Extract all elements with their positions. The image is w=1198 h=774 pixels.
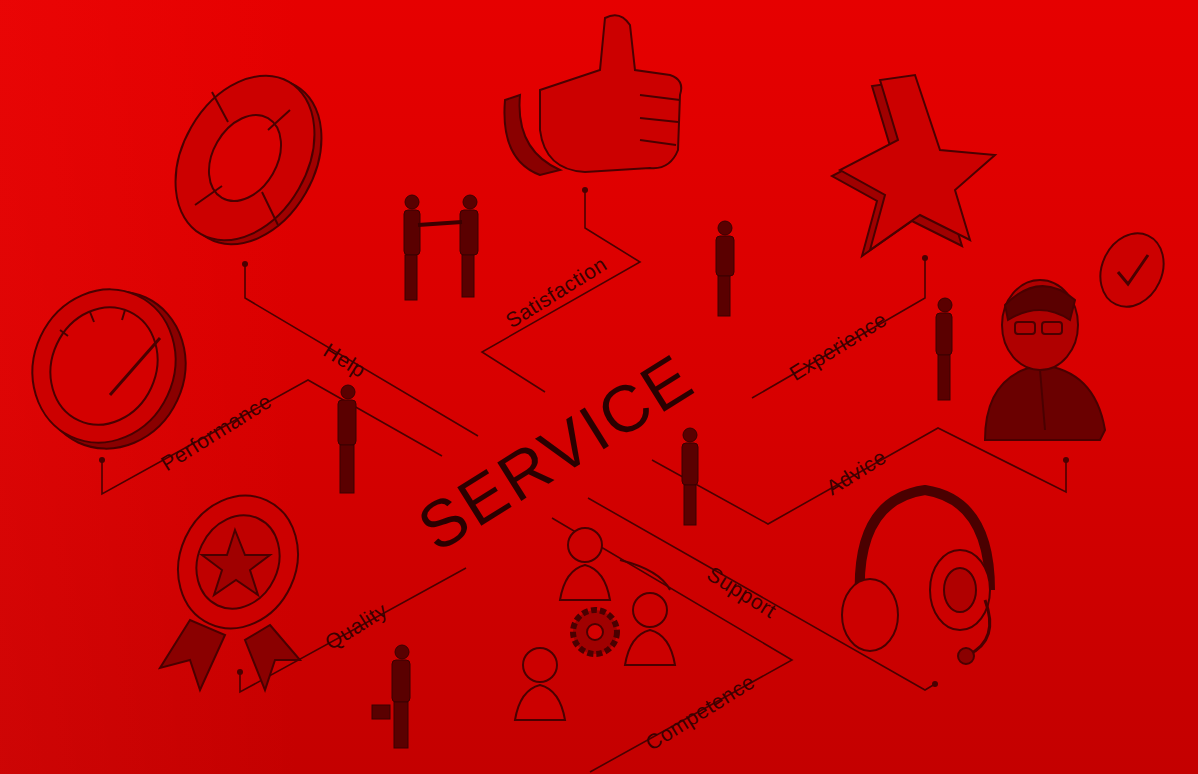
- satisfaction-leader: [482, 190, 640, 392]
- advice-leader: [652, 428, 1066, 524]
- leader-dot: [99, 457, 105, 463]
- team-gear-icon: [515, 528, 675, 720]
- help-label: Help: [320, 339, 369, 381]
- medal-icon: [157, 476, 320, 690]
- people-figures: [338, 195, 952, 748]
- leader-dot: [932, 681, 938, 687]
- competence-leader: [552, 518, 792, 772]
- satisfaction-label: Satisfaction: [502, 253, 610, 332]
- experience-label: Experience: [786, 308, 890, 384]
- support-label: Support: [704, 563, 780, 622]
- star-icon: [832, 75, 995, 256]
- leader-dot: [582, 187, 588, 193]
- thumbs-up-icon: [504, 15, 681, 175]
- support-leader: [588, 498, 935, 690]
- headset-icon: [842, 490, 990, 664]
- background-glow: [0, 0, 300, 774]
- lifebuoy-icon: [147, 51, 349, 269]
- advisor-icon: [985, 223, 1175, 440]
- experience-leader: [752, 258, 925, 398]
- quality-label: Quality: [321, 599, 391, 653]
- leader-dot: [237, 669, 243, 675]
- advice-label: Advice: [822, 446, 889, 499]
- leader-dot: [1063, 457, 1069, 463]
- leader-lines: [102, 190, 1066, 772]
- competence-label: Competence: [642, 670, 758, 754]
- leader-dot: [242, 261, 248, 267]
- service-title: SERVICE: [407, 342, 704, 562]
- leader-dot: [922, 255, 928, 261]
